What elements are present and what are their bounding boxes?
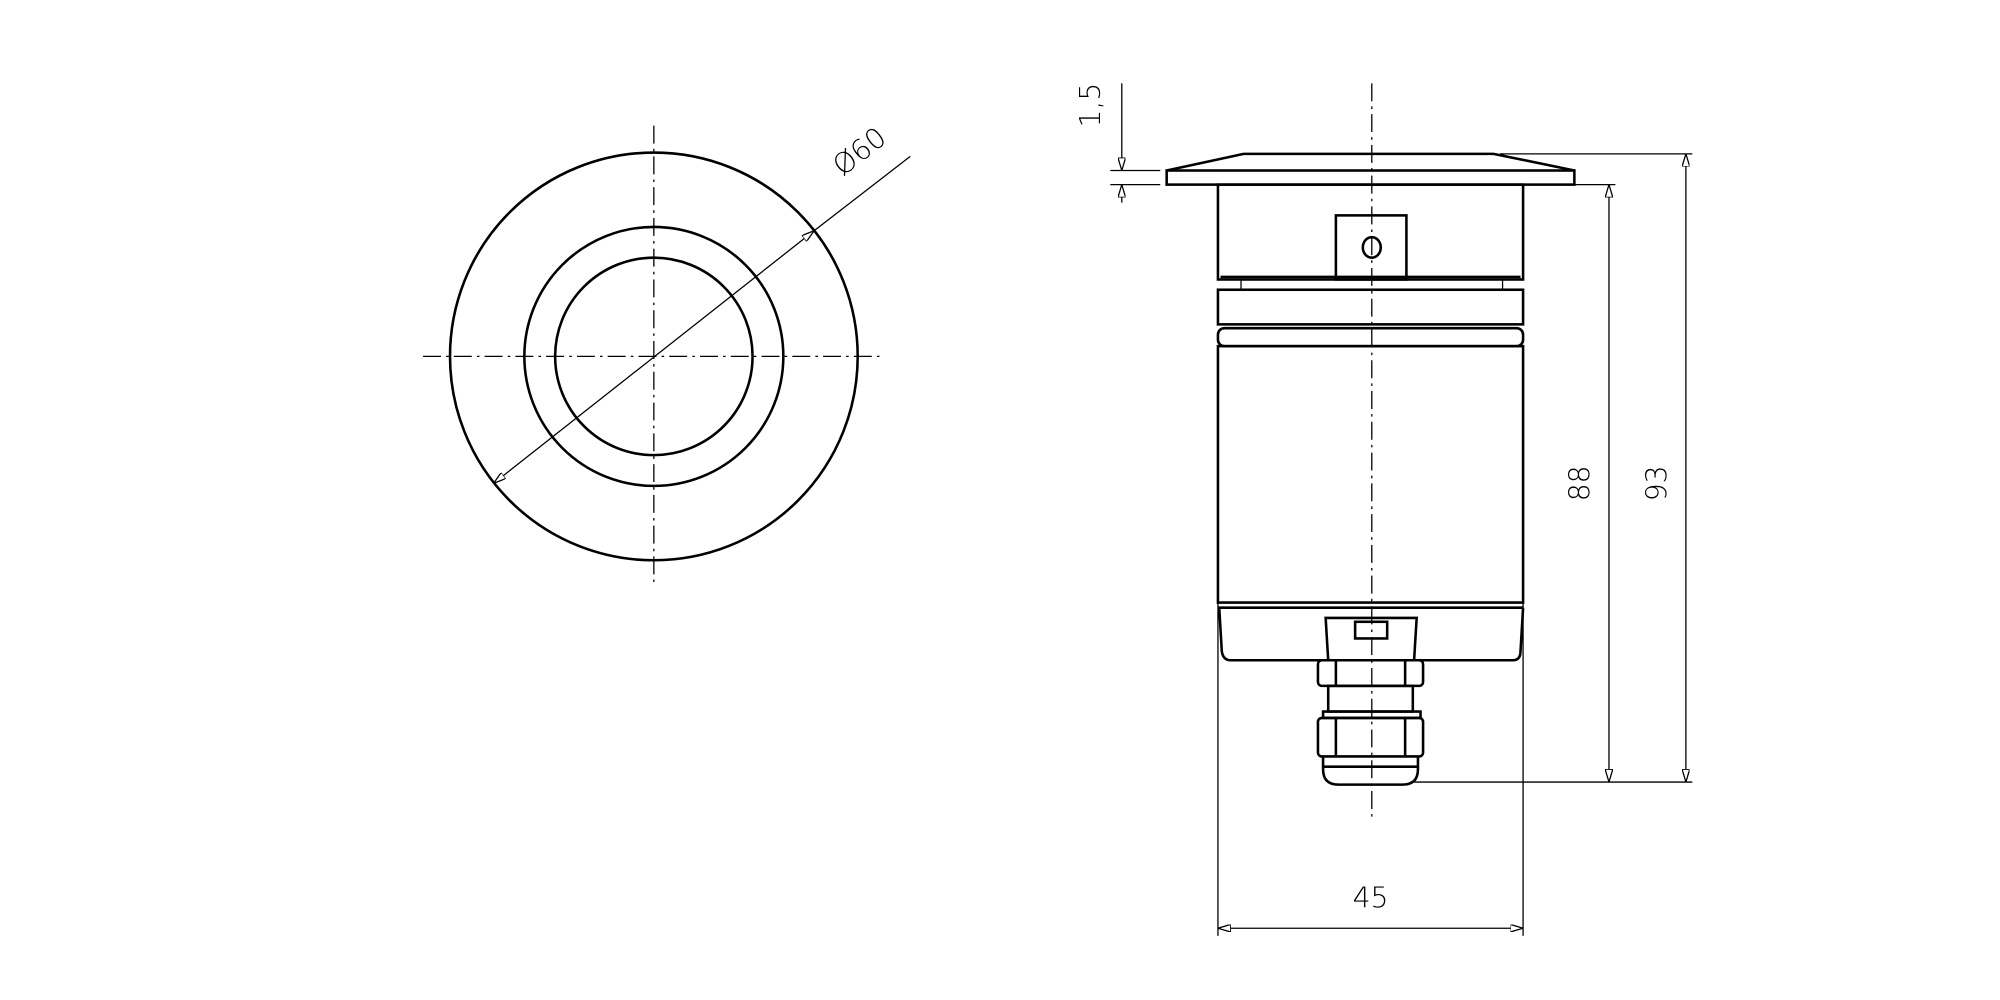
clamp-ring: [1216, 288, 1525, 326]
body-width-label: 45: [1353, 882, 1389, 915]
connector-housing: [1324, 616, 1419, 661]
side-view: 1,5 88 93 45: [1074, 83, 1693, 936]
connector-slot: [1353, 620, 1389, 640]
o-ring: [1216, 326, 1525, 348]
flange-thickness-label: 1,5: [1074, 83, 1107, 128]
gland-neck: [1326, 684, 1415, 713]
diameter-leader: [813, 155, 911, 232]
gland-cap: [1321, 756, 1420, 786]
lower-nut: [1316, 658, 1425, 688]
total-height-label: 93: [1641, 465, 1674, 501]
upper-body: [1216, 183, 1525, 281]
diameter-dimension-line: [494, 231, 815, 484]
diameter-label: Ø60: [827, 121, 893, 183]
main-body: [1216, 344, 1525, 604]
gland-nut: [1316, 716, 1425, 758]
flange-top: [1166, 152, 1575, 172]
fixing-tab: [1334, 214, 1408, 281]
front-view: Ø60: [423, 121, 911, 588]
flange-plate: [1165, 169, 1576, 186]
body-height-label: 88: [1564, 465, 1597, 501]
screw-hole: [1361, 235, 1383, 259]
